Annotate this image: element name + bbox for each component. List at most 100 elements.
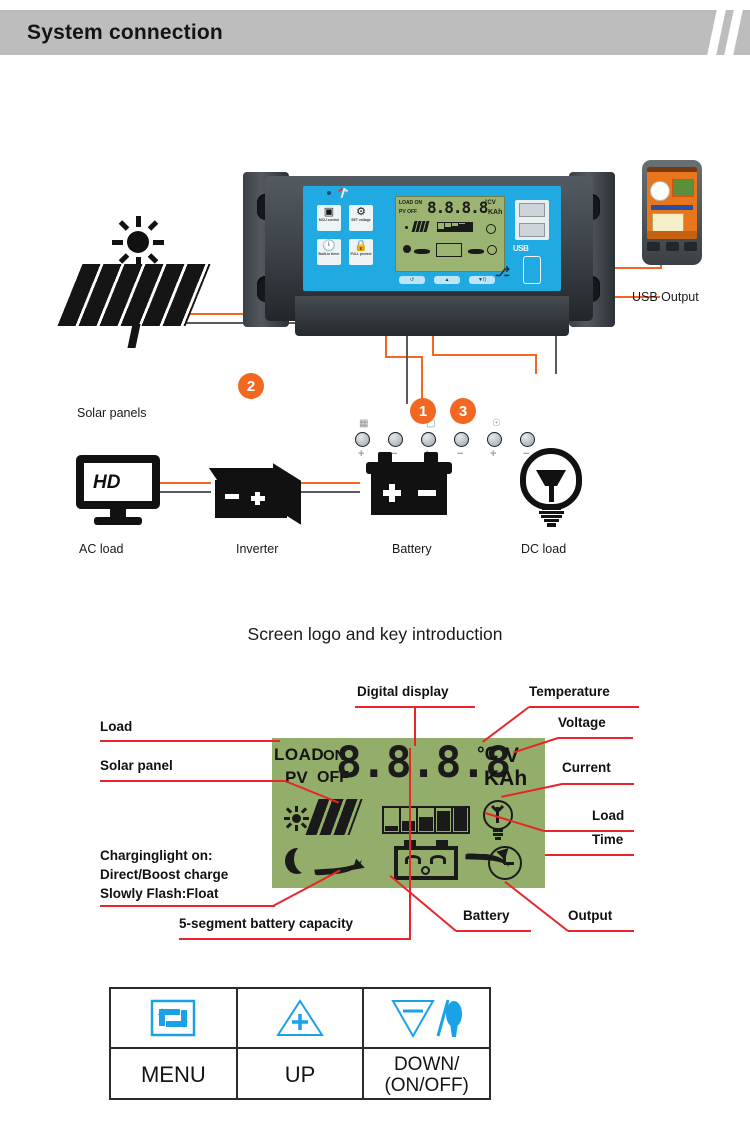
terminal-screw[interactable]	[520, 432, 535, 447]
wire-battery-negative-riser	[406, 268, 408, 404]
capacity-segment	[453, 807, 468, 832]
usb-port-icon[interactable]	[519, 203, 545, 217]
moon-icon	[403, 245, 411, 253]
callout-5-segment-underline	[179, 938, 411, 940]
terminal-pole-label: +	[490, 448, 497, 460]
key-cell-menu-label[interactable]: MENU	[111, 1049, 238, 1100]
led-indicator-icon	[327, 191, 331, 195]
lcd-digit-readout: 8.8.8.8	[336, 738, 511, 788]
down-onoff-icon	[390, 999, 462, 1039]
callout-voltage-underline	[558, 737, 633, 739]
key-cell-up-icon[interactable]	[238, 989, 365, 1047]
terminal-pole-label: −	[391, 448, 398, 460]
section-title-screen-logo: Screen logo and key introduction	[247, 624, 503, 644]
key-label-down-line1: DOWN/	[393, 1053, 460, 1075]
up-key-legend[interactable]: ▲	[434, 276, 460, 284]
terminal-screw[interactable]	[454, 432, 469, 447]
menu-key-glyph: ↺	[409, 277, 415, 283]
capacity-segment	[418, 808, 436, 832]
wire-inverter-battery-negative	[300, 491, 360, 493]
lcd-on-label: ON	[323, 747, 346, 764]
key-cell-down-label[interactable]: DOWN/ (ON/OFF)	[364, 1049, 489, 1100]
solar-panel-array-icon	[57, 264, 211, 326]
callout-battery-underline	[456, 930, 531, 932]
key-cell-up-label[interactable]: UP	[238, 1049, 365, 1100]
phone-outline-icon	[523, 256, 541, 284]
callout-load: Load	[100, 719, 133, 734]
lcd-unit-volt: V	[505, 744, 520, 767]
usb-port-icon[interactable]	[519, 223, 545, 237]
callout-voltage: Voltage	[558, 715, 606, 730]
callout-load-leader	[100, 740, 280, 742]
phone-clock-widget-icon	[650, 181, 670, 201]
label-usb-output: USB Output	[632, 290, 699, 304]
sun-icon	[402, 223, 411, 232]
wire-ac-inverter-negative	[156, 491, 211, 493]
key-cell-menu-icon[interactable]	[111, 989, 238, 1047]
callout-output: Output	[568, 908, 613, 923]
key-label-up: UP	[284, 1062, 316, 1087]
wire-battery-positive-drop	[421, 356, 423, 404]
label-dc-load: DC load	[521, 542, 567, 556]
up-plus-triangle-icon	[276, 999, 324, 1036]
key-label-down-line2: (ON/OFF)	[384, 1074, 469, 1096]
lock-icon: 🔒	[354, 240, 368, 252]
phone-photo-widget	[672, 179, 694, 197]
lcd-unit-celsius: °C	[477, 744, 499, 765]
battery-capacity-bar	[437, 222, 473, 232]
lcd-capacity-bar	[382, 806, 470, 834]
callout-time-underline	[545, 854, 634, 856]
key-cell-down-icon[interactable]	[364, 989, 489, 1047]
controller-front-panel: ▣ MCU control ⚙ SET voltage 🕛 Built-in t…	[303, 186, 561, 291]
down-key-legend[interactable]: ▼/)	[469, 276, 495, 284]
large-lcd-display: LOAD ON PV OFF 8.8.8.8 °C V KAh	[272, 738, 545, 888]
lcd-unit-celsius-volt: °CV	[485, 200, 496, 206]
system-connection-diagram: ▣ MCU control ⚙ SET voltage 🕛 Built-in t…	[0, 60, 750, 620]
terminal-screw[interactable]	[487, 432, 502, 447]
wire-dcload-negative-drop	[555, 334, 557, 374]
phone-hardware-keys	[647, 242, 697, 251]
phone-home-key-icon	[665, 242, 679, 251]
callout-charging-light: Charginglight on: Direct/Boost charge Sl…	[100, 848, 229, 901]
wire-dcload-positive-run	[432, 354, 537, 356]
lightning-bolt-icon: ⎇	[495, 264, 510, 279]
antenna-icon	[337, 187, 349, 199]
phone-screen	[647, 167, 697, 239]
callout-5-segment-capacity: 5-segment battery capacity	[179, 916, 354, 931]
label-inverter: Inverter	[236, 542, 279, 556]
lcd-sun-icon	[284, 806, 309, 831]
callout-5-segment-leader	[409, 748, 411, 938]
usb-port-block[interactable]	[515, 200, 549, 240]
menu-key-legend[interactable]: ↺	[399, 276, 425, 284]
page-header-band	[0, 10, 750, 55]
lcd-moon-icon	[285, 844, 320, 874]
lcd-pv-off-label: PV OFF	[399, 209, 418, 215]
dc-load-bulb-illustration	[508, 448, 600, 528]
controller-lcd-screen: LOAD ON PV OFF 8.8.8.8 °CV KAh	[395, 196, 505, 272]
feature-icon-set-voltage: ⚙ SET voltage	[349, 205, 373, 231]
terminal-screw[interactable]	[355, 432, 370, 447]
callout-time: Time	[592, 832, 624, 847]
label-ac-load: AC load	[79, 542, 124, 556]
callout-charging-underline	[100, 905, 275, 907]
battery-icon	[436, 243, 462, 257]
phone-end-key-icon	[684, 242, 697, 251]
phone-dock	[647, 231, 697, 239]
feature-icon-full-protect: 🔒 FULL protect	[349, 239, 373, 265]
feature-icon-builtin-timer: 🕛 Built-in timer	[317, 239, 341, 265]
solar-panel-stand	[127, 324, 141, 348]
terminal-screw[interactable]	[421, 432, 436, 447]
bulb-icon	[486, 224, 496, 234]
phone-progress-widget	[651, 205, 693, 210]
battery-terminal-symbol-icon: ▢	[426, 418, 436, 429]
callout-output-diagonal	[504, 880, 569, 932]
key-label-menu: MENU	[140, 1062, 206, 1087]
down-key-glyph: ▼/)	[477, 277, 486, 283]
menu-loop-icon	[151, 999, 196, 1037]
terminal-strip: ▦ ▢ ☉ + − + − + −	[347, 418, 547, 460]
terminal-screw[interactable]	[388, 432, 403, 447]
callout-current-underline	[562, 783, 634, 785]
callout-load-right: Load	[592, 808, 625, 823]
ac-load-tv-illustration: HD	[76, 455, 168, 527]
solar-terminal-symbol-icon: ▦	[359, 418, 369, 429]
